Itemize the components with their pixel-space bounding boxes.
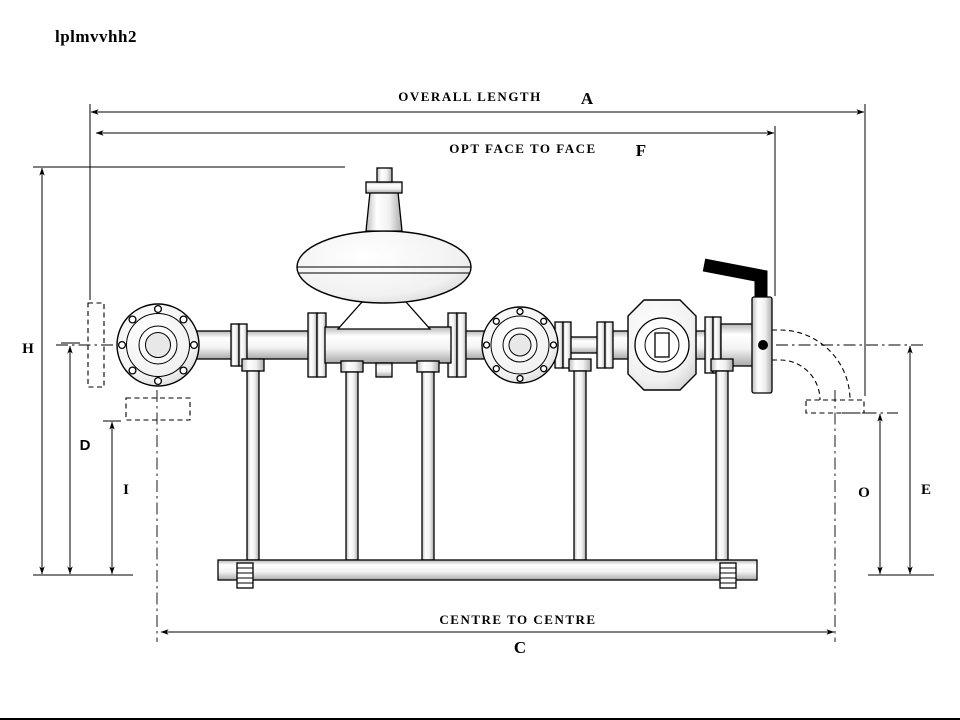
dim-overall-length: OVERALL LENGTH A	[89, 89, 866, 396]
dim-height-o: O	[858, 413, 883, 575]
regulator-body	[324, 326, 452, 364]
meter-flange-bolt-holes	[482, 307, 558, 383]
dim-height-i: I	[103, 420, 129, 575]
centerlines	[56, 344, 927, 642]
pressure-regulator	[296, 167, 472, 378]
anchor-bolt-right	[719, 562, 737, 589]
support-legs	[241, 358, 734, 561]
outlet-flange-center-dot	[758, 340, 768, 350]
dim-a-label: A	[581, 89, 594, 108]
drawing-title: lplmvvhh2	[55, 27, 137, 46]
dim-i-label: I	[123, 482, 129, 498]
meter-flange	[481, 306, 559, 384]
inlet-flange-bolt-holes	[117, 304, 199, 386]
dim-height-h: H	[22, 166, 345, 576]
regulator-drain-plug	[375, 362, 393, 378]
dim-face-to-face: OPT FACE TO FACE F	[95, 126, 776, 296]
gate-valve-gland	[654, 332, 670, 358]
dim-e-label: E	[921, 482, 931, 498]
dim-height-d: D	[61, 342, 91, 575]
pipe-assembly	[56, 167, 927, 642]
base-frame	[217, 559, 758, 581]
regulator-spring-collar	[365, 181, 403, 194]
regulator-adjuster-cap	[376, 167, 393, 183]
dim-c-label: C	[514, 638, 526, 657]
dim-centre-to-centre: CENTRE TO CENTRE C	[160, 612, 835, 657]
inlet-flange	[116, 303, 200, 387]
regulator-neck	[336, 301, 432, 330]
anchor-bolt-left	[236, 562, 254, 589]
dim-o-label: O	[858, 485, 870, 501]
dim-f-label: F	[636, 141, 646, 160]
anchor-bolts	[236, 562, 737, 589]
dim-a-text: OVERALL LENGTH	[398, 89, 541, 104]
inlet-connection-dashed	[125, 397, 191, 421]
dim-d-label: D	[80, 437, 91, 454]
gate-valve	[627, 299, 697, 391]
dim-h-label: H	[22, 341, 34, 357]
dim-c-text: CENTRE TO CENTRE	[439, 612, 596, 627]
dim-f-text: OPT FACE TO FACE	[449, 141, 596, 156]
regulator-bonnet	[365, 191, 403, 232]
dim-height-e: E	[868, 345, 934, 576]
optional-outlet-elbow-dashed	[772, 329, 865, 414]
outlet-flange	[751, 296, 773, 394]
